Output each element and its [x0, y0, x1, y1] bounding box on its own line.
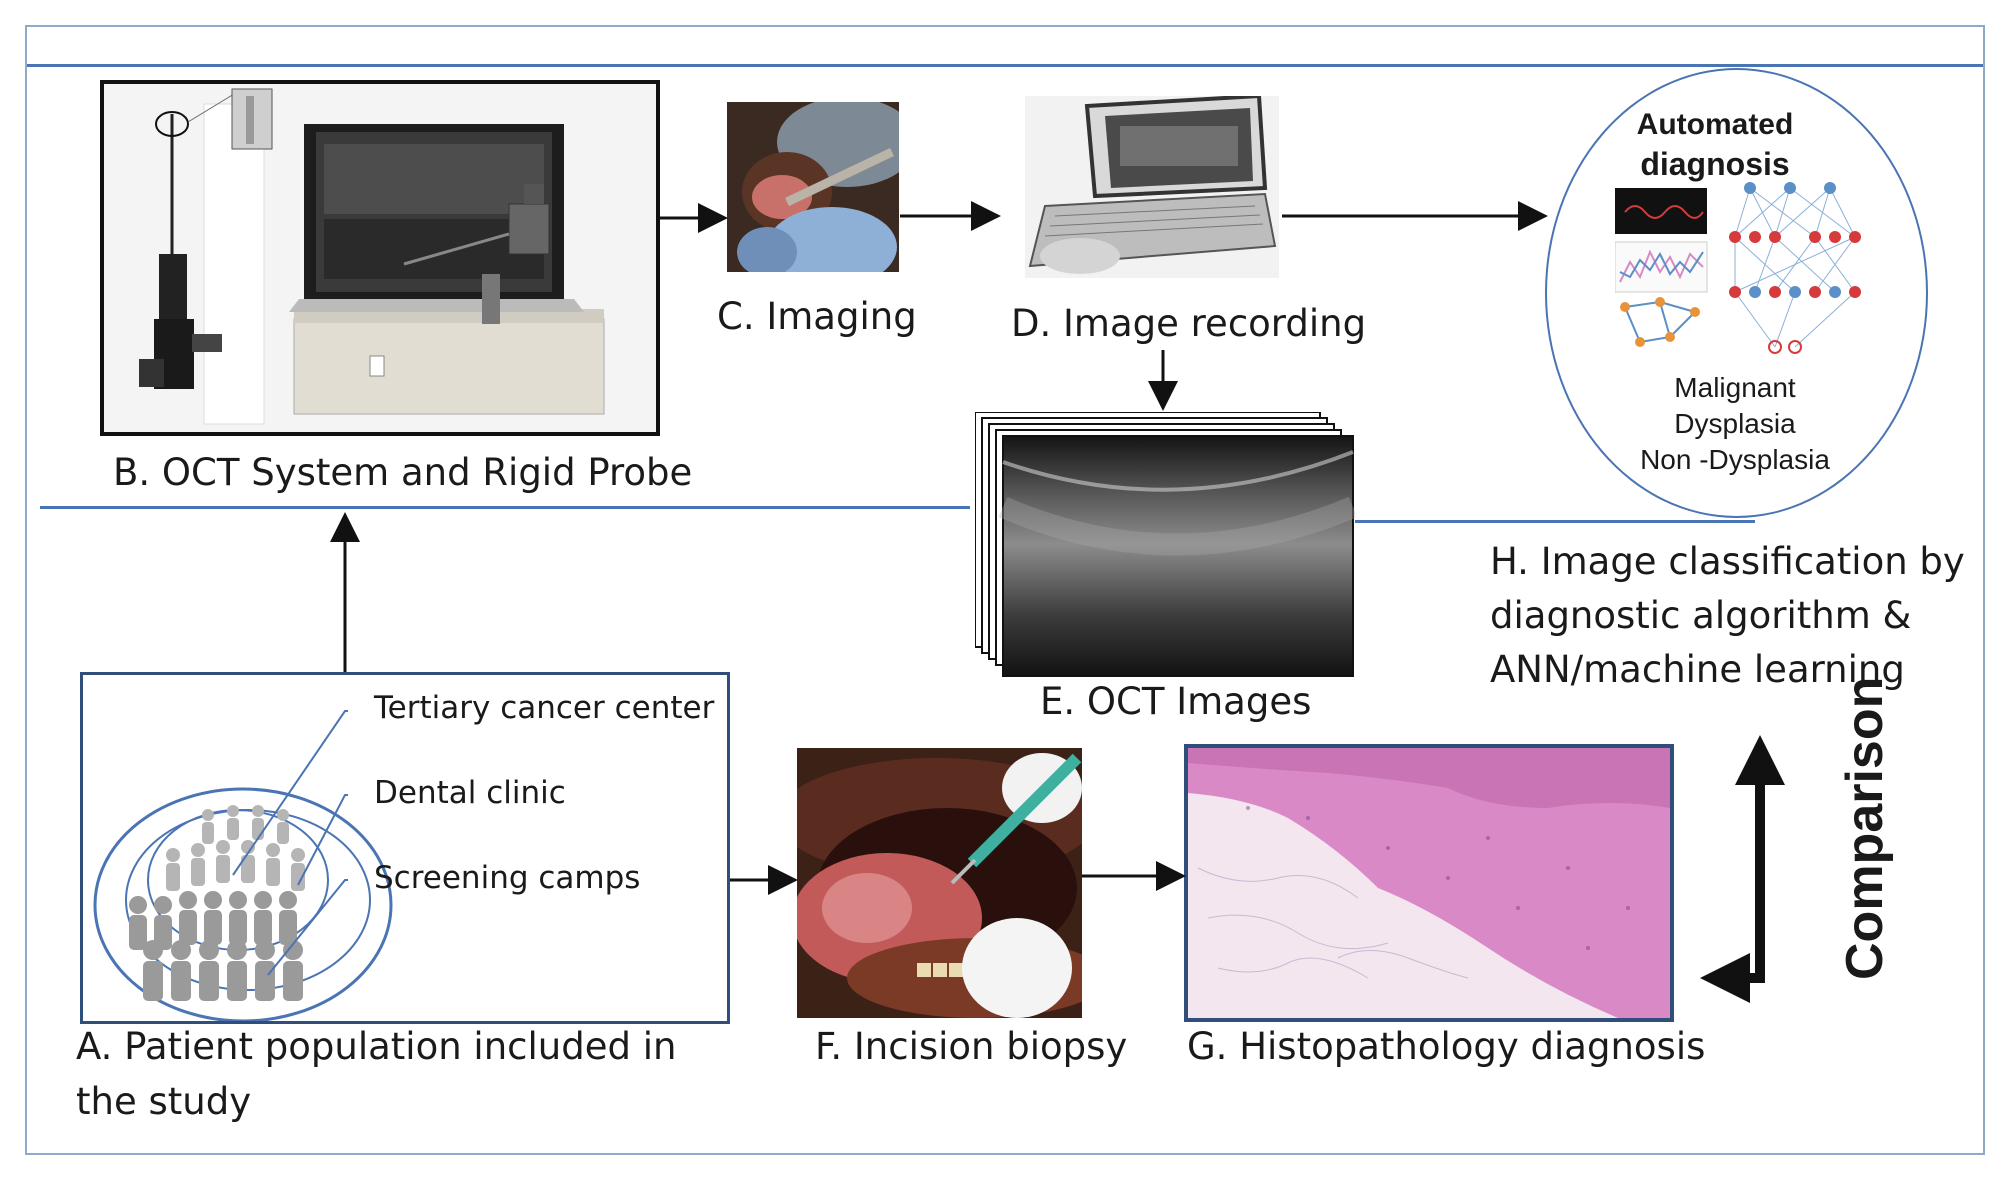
middle-rule-right	[1355, 520, 1755, 523]
panel-c-label: C. Imaging	[717, 295, 917, 338]
population-illustration	[93, 710, 393, 1023]
panel-g-label: G. Histopathology diagnosis	[1187, 1025, 1706, 1068]
oct-system-illustration	[104, 84, 656, 432]
laptop-illustration	[1025, 96, 1279, 278]
comparison-label: Comparison	[1836, 676, 1894, 980]
top-rule	[27, 64, 1983, 67]
neural-network-illustration	[1614, 182, 1861, 354]
panel-h-label-line1: H. Image classification by	[1490, 540, 1965, 583]
automated-title-line2: diagnosis	[1640, 145, 1790, 182]
panel-d-label: D. Image recording	[1011, 302, 1367, 345]
dental-clinic-label: Dental clinic	[374, 775, 566, 811]
panel-a-label-line2: the study	[76, 1080, 252, 1123]
patient-population-panel	[80, 672, 730, 1024]
oct-image-stack	[974, 411, 1358, 677]
histopathology-image	[1184, 744, 1674, 1022]
class-non-dysplasia: Non -Dysplasia	[1640, 444, 1830, 475]
screening-camps-label: Screening camps	[374, 860, 641, 896]
tertiary-cancer-center-label: Tertiary cancer center	[374, 690, 715, 726]
panel-h-label-line3: ANN/machine learning	[1490, 648, 1905, 691]
ml-graphics	[1614, 182, 1905, 357]
class-dysplasia: Dysplasia	[1674, 408, 1796, 439]
incision-biopsy-photo	[797, 748, 1082, 1018]
panel-f-label: F. Incision biopsy	[815, 1025, 1128, 1068]
panel-e-label: E. OCT Images	[1040, 680, 1312, 723]
histology-illustration	[1188, 748, 1670, 1018]
panel-b-label: B. OCT System and Rigid Probe	[113, 451, 693, 494]
imaging-illustration	[727, 102, 899, 272]
automated-diagnosis-title: Automated diagnosis	[1585, 106, 1845, 184]
automated-title-line1: Automated	[1636, 108, 1794, 141]
oct-system-image	[100, 80, 660, 436]
figure-frame	[25, 25, 1985, 1155]
imaging-photo	[727, 102, 899, 272]
biopsy-illustration	[797, 748, 1082, 1018]
oct-stack-illustration	[974, 411, 1358, 677]
panel-h-label-line2: diagnostic algorithm &	[1490, 594, 1912, 637]
middle-rule-left	[40, 506, 970, 509]
class-malignant: Malignant	[1674, 372, 1796, 403]
panel-a-label-line1: A. Patient population included in	[76, 1025, 677, 1068]
recording-photo	[1025, 96, 1279, 278]
